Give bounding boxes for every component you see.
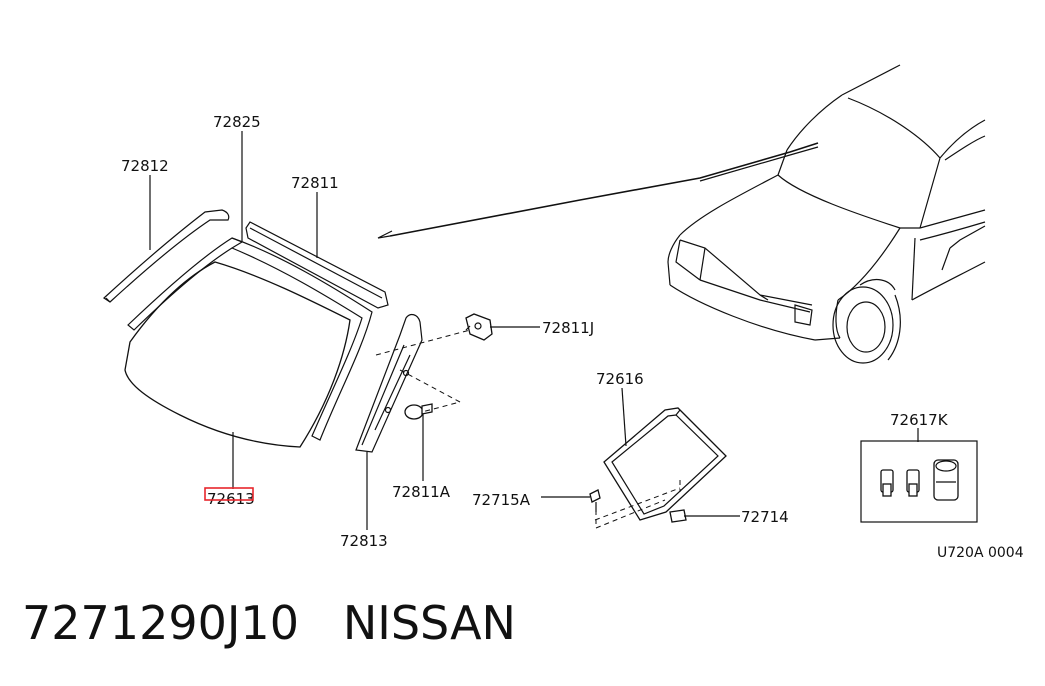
car-illustration <box>377 64 986 364</box>
leader-lines <box>149 131 919 530</box>
label-72616[interactable]: 72616 <box>596 370 644 388</box>
highlight-box <box>204 487 254 501</box>
label-72813[interactable]: 72813 <box>340 532 388 550</box>
label-72613[interactable]: 72613 <box>207 490 255 508</box>
rear-glass-assembly <box>589 407 727 529</box>
windshield-assembly <box>103 209 493 453</box>
label-72812[interactable]: 72812 <box>121 157 169 175</box>
label-72811a[interactable]: 72811A <box>392 483 451 501</box>
brand-name: NISSAN <box>342 596 516 650</box>
label-72715a[interactable]: 72715A <box>472 491 531 509</box>
label-72617k[interactable]: 72617K <box>890 411 949 429</box>
label-72825[interactable]: 72825 <box>213 113 261 131</box>
label-72714[interactable]: 72714 <box>741 508 789 526</box>
page-title: 7271290J10 NISSAN <box>22 596 516 650</box>
reference-code: U720A 0004 <box>937 545 1024 561</box>
part-labels: 72825 72812 72811 72811J 72616 72617K 72… <box>121 113 949 550</box>
label-72811j[interactable]: 72811J <box>542 319 594 337</box>
label-72811[interactable]: 72811 <box>291 174 339 192</box>
kit-box <box>860 440 978 523</box>
part-number: 7271290J10 <box>22 596 299 650</box>
